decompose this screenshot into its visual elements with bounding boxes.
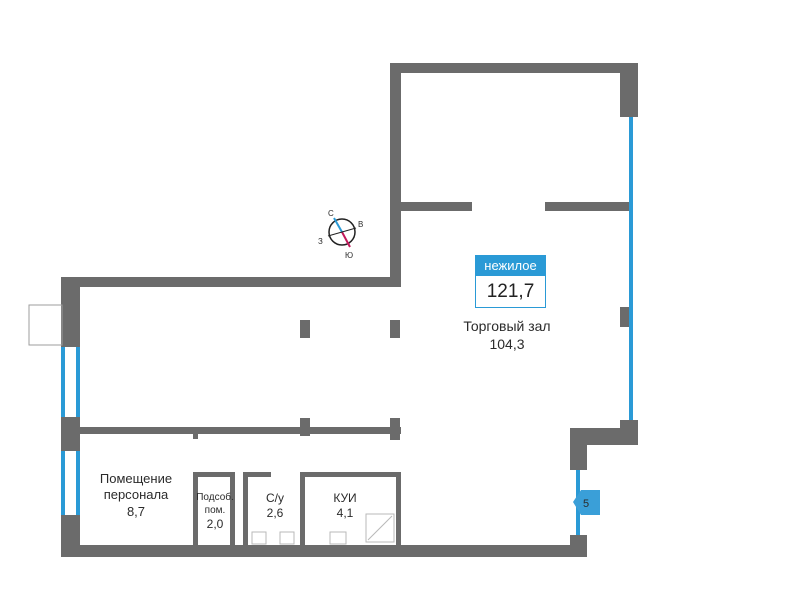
partition-kui-top: [305, 472, 401, 477]
room-label-trade-hall: Торговый зал 104,3: [452, 318, 562, 353]
room-area: 104,3: [489, 335, 525, 352]
kui-fixture: [365, 513, 395, 543]
compass: С В З Ю: [318, 209, 363, 260]
room-area: 8,7: [126, 503, 146, 519]
sink-fixture-2: [279, 531, 295, 545]
sink-fixture-3: [329, 531, 347, 545]
compass-east: В: [358, 220, 363, 229]
partition-wc-right: [300, 472, 305, 547]
column-2: [390, 320, 400, 338]
compass-south: Ю: [345, 251, 353, 260]
kui-fixture-diagonal: [367, 515, 393, 541]
wall-corner-top-right: [620, 63, 638, 117]
partition-stub-2: [300, 418, 310, 436]
room-name: Торговый зал: [463, 318, 551, 334]
wall-top-right: [390, 63, 638, 73]
wall-corner-bottom-right: [620, 420, 638, 445]
premises-type-label: нежилое: [476, 256, 545, 276]
partition-wc-left2: [243, 472, 248, 547]
partition-wc-top: [243, 472, 271, 477]
balcony-box: [28, 304, 63, 346]
partition-stub-3: [390, 418, 400, 440]
compass-west: З: [318, 237, 323, 246]
room-label-utility: Подсоб. пом. 2,0: [196, 492, 234, 532]
partition-stub-1: [193, 427, 198, 439]
entrance-number: 5: [583, 498, 589, 510]
sink-fixture-1: [251, 531, 267, 545]
wall-right-stub: [620, 307, 630, 327]
room-area: 4,1: [336, 506, 354, 520]
room-name: Подсоб. пом.: [196, 492, 234, 516]
wall-upper-left-vertical: [390, 63, 401, 287]
partition-utility-top: [193, 472, 235, 477]
compass-north: С: [328, 209, 334, 218]
partition-upper-right: [545, 202, 630, 211]
total-area-badge: нежилое 121,7: [475, 255, 546, 308]
room-name: Помещение персонала: [99, 471, 173, 503]
column-1: [300, 320, 310, 338]
partition-staff-top: [80, 427, 401, 434]
room-area: 2,6: [266, 506, 284, 520]
partition-kui-right: [396, 472, 401, 547]
wall-left-vertical-mid: [61, 417, 80, 451]
room-name: С/у: [266, 491, 284, 505]
room-label-staff-room: Помещение персонала 8,7: [86, 471, 186, 520]
room-label-wc: С/у 2,6: [250, 491, 300, 521]
wall-left-vertical-top: [61, 277, 80, 347]
total-area-value: 121,7: [486, 281, 535, 302]
room-name: КУИ: [333, 491, 357, 505]
room-area: 2,0: [206, 517, 224, 531]
partition-wc-left: [230, 472, 235, 547]
room-label-kui: КУИ 4,1: [320, 491, 370, 521]
wall-bottom-right-stub: [570, 535, 587, 557]
wall-left-top: [61, 277, 401, 287]
wall-bottom: [61, 545, 587, 557]
partition-upper-left: [401, 202, 472, 211]
entrance-marker: 5: [573, 490, 600, 515]
partition-utility-left: [193, 472, 198, 547]
